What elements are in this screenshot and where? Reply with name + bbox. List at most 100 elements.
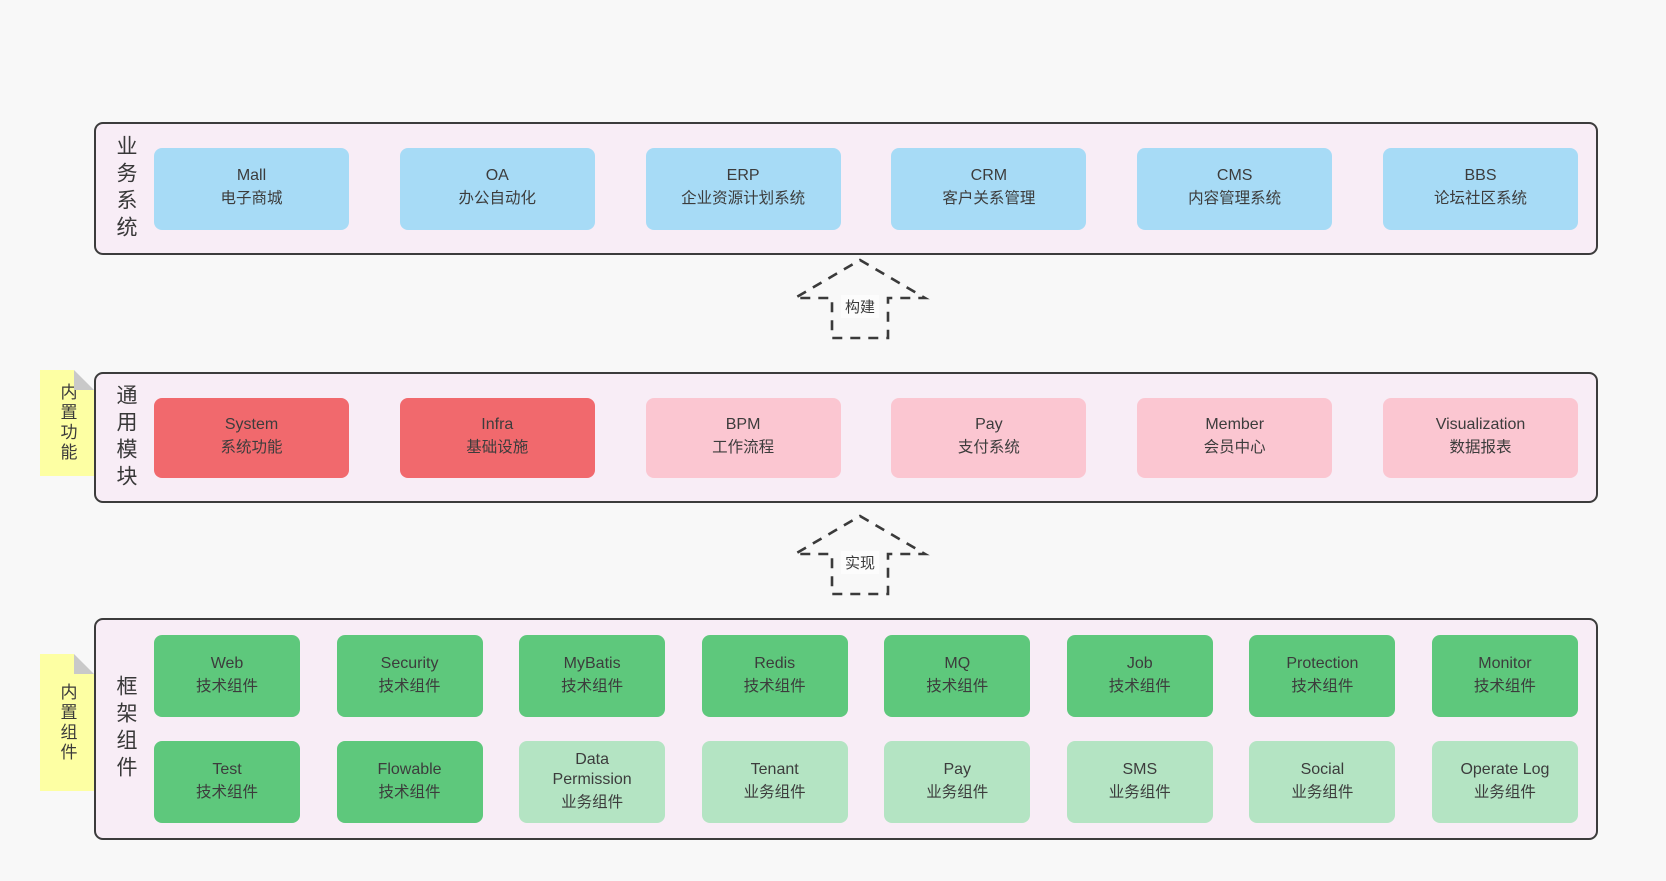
box-subtitle: 业务组件	[926, 783, 989, 801]
box-bpm: BPM 工作流程	[645, 397, 841, 478]
sticky-note-label: 内置功能	[57, 383, 77, 463]
sticky-note-builtin-components: 内置组件	[40, 654, 94, 791]
box-title: Monitor	[1478, 654, 1532, 672]
business-systems-boxes: Mall 电子商城 OA 办公自动化 ERP 企业资源计划系统 CRM 客户关系管理 CMS 内容…	[154, 124, 1596, 253]
dashed-up-arrow-icon	[790, 258, 930, 340]
box-subtitle: 业务组件	[743, 783, 806, 801]
box-title: Redis	[754, 654, 796, 672]
box-visualization: Visualization 数据报表	[1382, 397, 1578, 478]
box-subtitle: 办公自动化	[458, 190, 537, 208]
box-title: Tenant	[750, 760, 799, 778]
box-subtitle: 业务组件	[561, 794, 624, 812]
box-title: Web	[210, 654, 244, 672]
box-subtitle: 技术组件	[378, 677, 441, 695]
common-modules-boxes: System 系统功能 Infra 基础设施 BPM 工作流程 Pay 支付系统 Member 会…	[154, 374, 1596, 501]
box-subtitle: 技术组件	[743, 677, 806, 695]
sticky-note-label: 内置组件	[57, 682, 77, 763]
box-title: Test	[212, 760, 242, 778]
box-title: Operate Log	[1460, 760, 1550, 778]
box-subtitle: 技术组件	[1108, 677, 1171, 695]
box-system: System 系统功能	[154, 397, 349, 478]
box-member: Member 会员中心	[1137, 397, 1333, 478]
box-title: ERP	[726, 167, 760, 185]
box-title: Infra	[481, 416, 514, 434]
box-tenant: Tenant 业务组件	[701, 741, 848, 823]
arrow-label-implement: 实现	[840, 550, 880, 574]
box-title: SMS	[1122, 760, 1158, 778]
box-flowable: Flowable 技术组件	[336, 741, 483, 823]
box-crm: CRM 客户关系管理	[891, 147, 1087, 230]
box-subtitle: 技术组件	[195, 677, 258, 695]
box-pay: Pay 支付系统	[891, 397, 1087, 478]
box-mybatis: MyBatis 技术组件	[519, 635, 666, 717]
box-title: Social	[1300, 760, 1345, 778]
box-subtitle: 系统功能	[220, 439, 283, 457]
box-title: Visualization	[1435, 416, 1526, 434]
box-subtitle: 技术组件	[926, 677, 989, 695]
box-title: MyBatis	[563, 654, 621, 672]
box-title: Protection	[1286, 654, 1359, 672]
box-subtitle: 内容管理系统	[1188, 190, 1282, 208]
arrow-label-build: 构建	[840, 294, 880, 318]
box-title: Flowable	[377, 760, 442, 778]
box-subtitle: 技术组件	[1473, 677, 1536, 695]
box-title: Pay	[943, 760, 972, 778]
up-arrow-implement: 实现	[785, 514, 935, 598]
box-subtitle: 企业资源计划系统	[681, 190, 806, 208]
box-mall: Mall 电子商城	[154, 147, 349, 230]
box-title: Mall	[236, 167, 267, 185]
box-monitor: Monitor 技术组件	[1431, 635, 1578, 717]
box-title: CRM	[970, 167, 1008, 185]
box-title: System	[224, 416, 279, 434]
box-oa: OA 办公自动化	[399, 147, 595, 230]
box-title: BPM	[725, 416, 761, 434]
box-subtitle: 技术组件	[195, 783, 258, 801]
box-subtitle: 工作流程	[712, 439, 775, 457]
box-title: Pay	[975, 416, 1003, 434]
box-sms: SMS 业务组件	[1066, 741, 1213, 823]
box-test: Test 技术组件	[154, 741, 300, 823]
band-label-common-modules: 通用模块	[114, 383, 137, 492]
box-subtitle: 业务组件	[1108, 783, 1171, 801]
band-business-systems: 业务系统 Mall 电子商城 OA 办公自动化 ERP 企业资源计划系统 CRM 客户关系管理…	[94, 122, 1598, 255]
box-subtitle: 会员中心	[1203, 439, 1266, 457]
box-title: Member	[1205, 416, 1265, 434]
band-label-framework-components: 框架组件	[114, 675, 137, 783]
box-subtitle: 客户关系管理	[942, 190, 1036, 208]
box-subtitle: 论坛社区系统	[1433, 190, 1527, 208]
box-subtitle: 电子商城	[220, 190, 283, 208]
box-mq: MQ 技术组件	[884, 635, 1031, 717]
box-subtitle: 技术组件	[561, 677, 624, 695]
box-title: Job	[1126, 654, 1153, 672]
band-common-modules: 通用模块 System 系统功能 Infra 基础设施 BPM 工作流程 Pay 支付系统 Me…	[94, 372, 1598, 503]
box-cms: CMS 内容管理系统	[1137, 147, 1333, 230]
box-protection: Protection 技术组件	[1249, 635, 1396, 717]
up-arrow-build: 构建	[785, 258, 935, 342]
box-subtitle: 基础设施	[466, 439, 529, 457]
box-web: Web 技术组件	[154, 635, 300, 717]
box-subtitle: 业务组件	[1291, 783, 1354, 801]
box-title: Security	[380, 654, 439, 672]
box-subtitle: 支付系统	[957, 439, 1020, 457]
box-erp: ERP 企业资源计划系统	[645, 147, 841, 230]
dashed-up-arrow-icon	[790, 514, 930, 596]
box-subtitle: 数据报表	[1449, 439, 1512, 457]
box-subtitle: 技术组件	[1291, 677, 1354, 695]
box-bbs: BBS 论坛社区系统	[1382, 147, 1578, 230]
box-security: Security 技术组件	[336, 635, 483, 717]
box-subtitle: 技术组件	[378, 783, 441, 801]
box-title: OA	[485, 167, 509, 185]
box-redis: Redis 技术组件	[701, 635, 848, 717]
sticky-note-builtin-features: 内置功能	[40, 370, 94, 476]
box-title: MQ	[944, 654, 971, 672]
box-title: BBS	[1464, 167, 1497, 185]
box-infra: Infra 基础设施	[399, 397, 595, 478]
band-label-business-systems: 业务系统	[114, 134, 137, 243]
box-title: CMS	[1216, 167, 1253, 185]
